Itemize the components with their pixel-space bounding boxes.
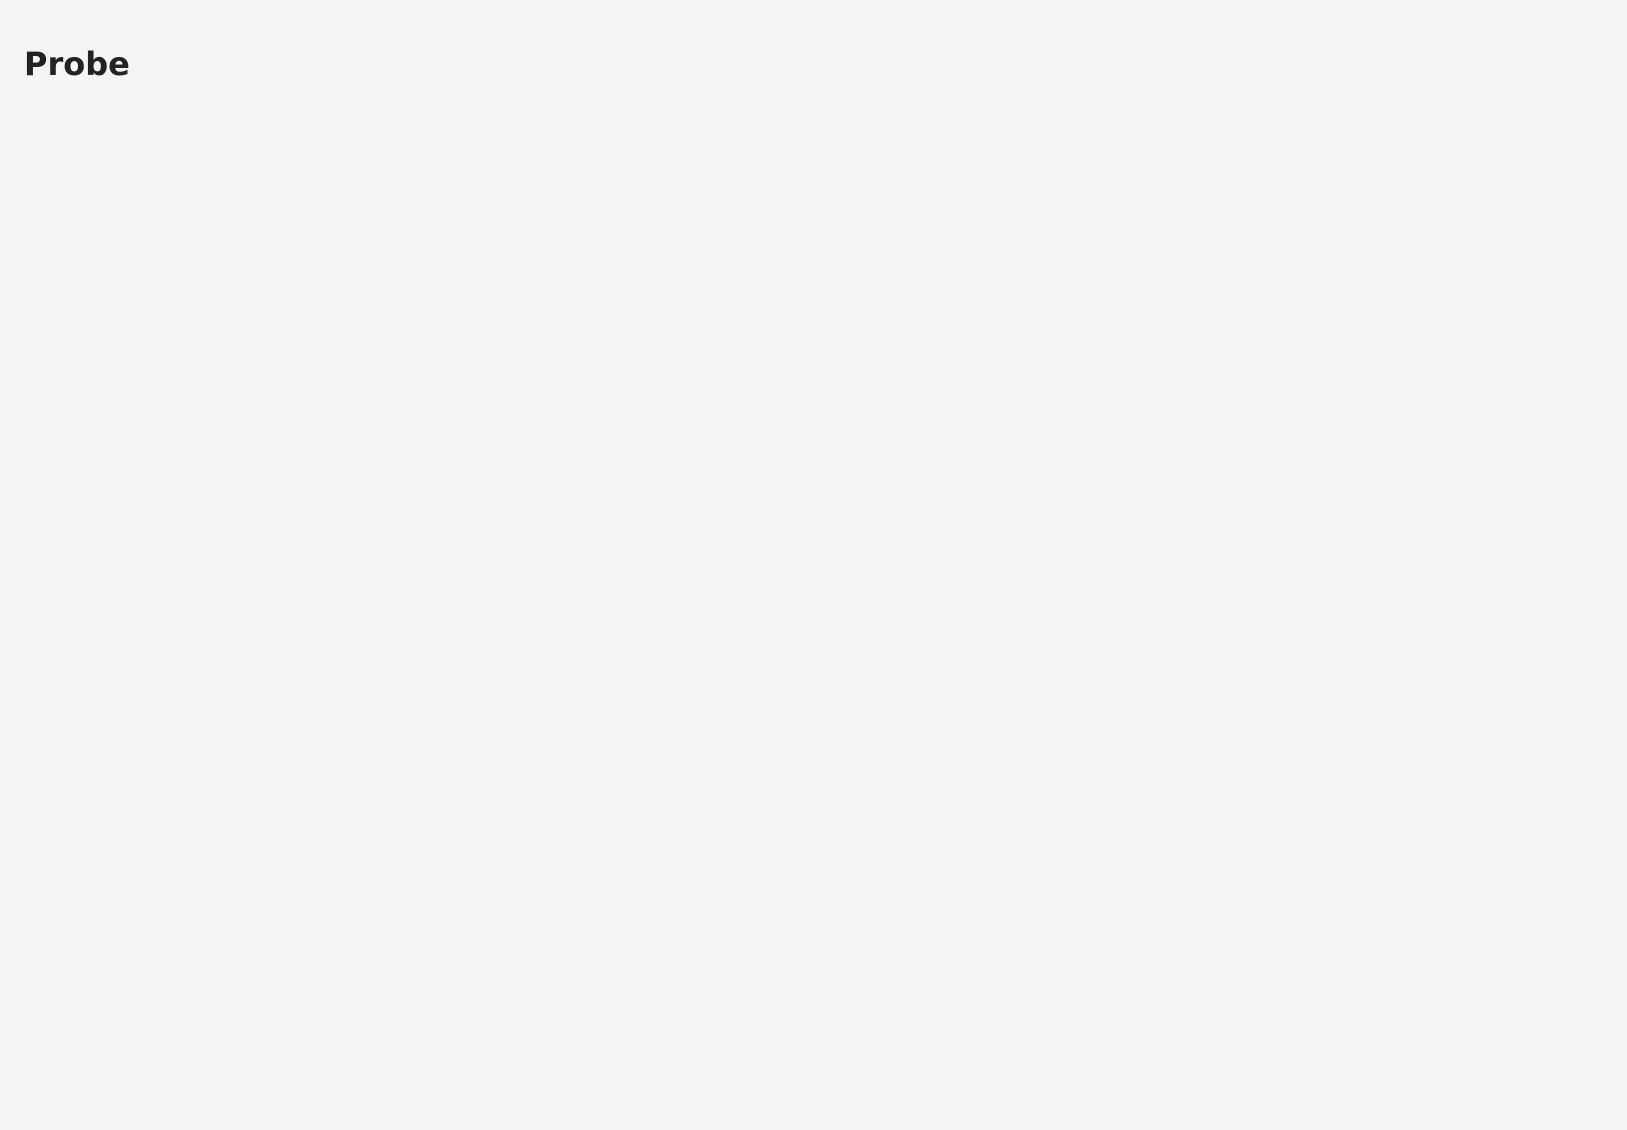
page-title: Probe: [24, 45, 130, 84]
fallback-root: Probe: [0, 0, 1627, 129]
